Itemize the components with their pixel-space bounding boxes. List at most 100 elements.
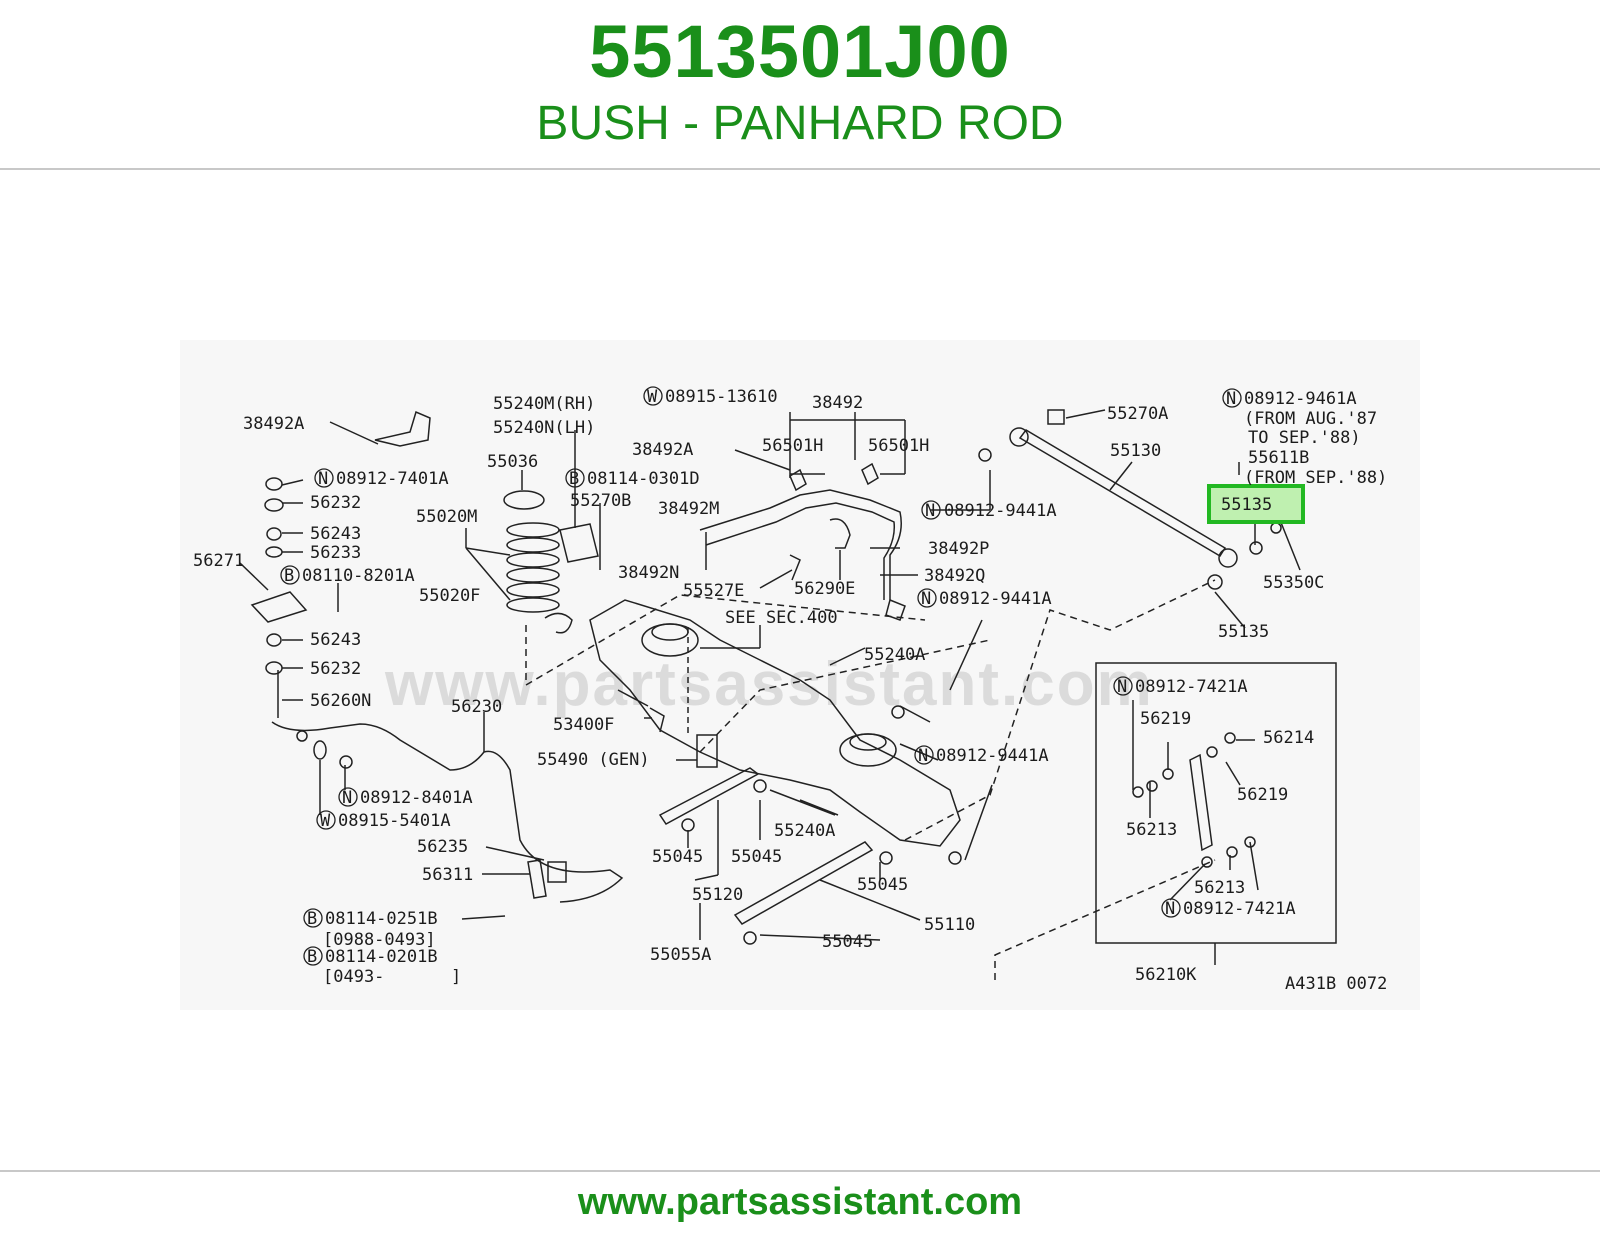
callout-label: 56233	[310, 543, 361, 563]
callout-label: 55045	[822, 932, 873, 952]
callout-label: 56230	[451, 697, 502, 717]
svg-text:N: N	[1226, 389, 1236, 409]
callout-label: 55350C	[1263, 573, 1324, 593]
circle-mark: N	[1161, 898, 1181, 919]
leader-lines	[239, 409, 1337, 980]
callout-label: 55611B	[1248, 448, 1309, 468]
callout-label: [0493-	[323, 967, 384, 987]
callout-label: 55527E	[683, 581, 744, 601]
circle-mark: N	[917, 588, 937, 609]
circle-mark: N	[914, 745, 934, 766]
callout-label: 38492A	[243, 414, 304, 434]
callout-label: 56232	[310, 493, 361, 513]
circle-mark: B	[303, 908, 323, 929]
callout-label: 55110	[924, 915, 975, 935]
svg-text:N: N	[925, 501, 935, 521]
callout-label: 56271	[193, 551, 244, 571]
callout-label: 38492A	[632, 440, 693, 460]
svg-text:N: N	[1117, 677, 1127, 697]
circle-mark: B	[303, 946, 323, 967]
highlighted-part-label: 55135	[1221, 495, 1272, 515]
callout-label: 38492P	[928, 539, 989, 559]
svg-text:B: B	[284, 566, 294, 586]
callout-label: 08912-7421A	[1135, 677, 1248, 697]
callout-label: 55120	[692, 885, 743, 905]
callout-label: 56232	[310, 659, 361, 679]
callout-label: [0988-0493]	[323, 930, 436, 950]
svg-text:B: B	[569, 469, 579, 489]
callout-label: 08915-5401A	[338, 811, 451, 831]
callout-label: 08912-9441A	[939, 589, 1052, 609]
circle-mark: W	[643, 386, 663, 407]
callout-label: 55130	[1110, 441, 1161, 461]
svg-text:N: N	[921, 589, 931, 609]
circle-mark: N	[1113, 676, 1133, 697]
footer-website-link[interactable]: www.partsassistant.com	[577, 1181, 1023, 1223]
callout-label: TO SEP.'88)	[1248, 428, 1361, 448]
diagram-canvas: www.partsassistant.com	[193, 386, 1387, 994]
page-header: 5513501J00 BUSH - PANHARD ROD	[0, 0, 1600, 170]
circle-mark: B	[565, 468, 585, 489]
callout-label: 08114-0301D	[587, 469, 700, 489]
callout-label: 55020M	[416, 507, 477, 527]
svg-text:W: W	[647, 387, 658, 407]
callout-label: 53400F	[553, 715, 614, 735]
callout-label: 08912-9441A	[936, 746, 1049, 766]
callout-label: (FROM SEP.'88)	[1244, 468, 1387, 488]
diagram-reference-code: A431B 0072	[1285, 974, 1387, 994]
callout-label: 38492M	[658, 499, 719, 519]
svg-text:N: N	[318, 469, 328, 489]
parts-diagram: www.partsassistant.com	[180, 340, 1420, 1010]
svg-text:N: N	[1165, 899, 1175, 919]
callout-label: SEE SEC.400	[725, 608, 838, 628]
callout-label: 56214	[1263, 728, 1314, 748]
highlight-box	[1207, 484, 1305, 524]
callout-label: 56219	[1140, 709, 1191, 729]
callout-label: 56311	[422, 865, 473, 885]
circle-marks: W N N B N B N N N N W N B B	[280, 386, 1242, 967]
svg-text:W: W	[320, 811, 331, 831]
callout-label: 55490 (GEN)	[537, 750, 650, 770]
part-number-title: 5513501J00	[589, 10, 1011, 93]
callout-label: 55270A	[1107, 404, 1168, 424]
callout-label: 08912-7401A	[336, 469, 449, 489]
callout-label: 55240M(RH)	[493, 394, 595, 414]
circle-mark: B	[280, 565, 300, 586]
footer-divider	[0, 1170, 1600, 1172]
callout-label: 55036	[487, 452, 538, 472]
circle-mark: N	[338, 787, 358, 808]
callout-label: 08915-13610	[665, 387, 778, 407]
circle-mark: N	[314, 468, 334, 489]
callout-label: 08912-9441A	[944, 501, 1057, 521]
callout-label: 55240N(LH)	[493, 418, 595, 438]
callout-label: 55045	[652, 847, 703, 867]
callout-label: 55240A	[864, 645, 925, 665]
svg-text:B: B	[307, 909, 317, 929]
svg-text:N: N	[342, 788, 352, 808]
callout-label: 56501H	[868, 436, 929, 456]
callout-label: 38492N	[618, 563, 679, 583]
callout-label: 56210K	[1135, 965, 1197, 985]
callout-label: 56290E	[794, 579, 855, 599]
callout-label: 55270B	[570, 491, 631, 511]
callout-label: 08114-0201B	[325, 947, 438, 967]
header-divider	[0, 168, 1600, 170]
circle-mark: N	[921, 500, 941, 521]
callout-label: 56219	[1237, 785, 1288, 805]
callout-label: 38492Q	[924, 566, 985, 586]
circle-mark: N	[1222, 388, 1242, 409]
callout-label: 38492	[812, 393, 863, 413]
svg-text:B: B	[307, 947, 317, 967]
svg-text:N: N	[918, 746, 928, 766]
callout-label: ]	[451, 967, 461, 987]
diagram-watermark: www.partsassistant.com	[384, 650, 1154, 719]
callout-label: 56213	[1194, 878, 1245, 898]
callout-label: 56260N	[310, 691, 371, 711]
callout-label: 55240A	[774, 821, 835, 841]
callout-label: 08110-8201A	[302, 566, 415, 586]
callout-labels: 38492A 55240M(RH) 55240N(LH) 08915-13610…	[193, 387, 1387, 994]
callout-label: 56235	[417, 837, 468, 857]
part-name-subtitle: BUSH - PANHARD ROD	[536, 97, 1064, 150]
callout-label: 55020F	[419, 586, 480, 606]
callout-label: 56501H	[762, 436, 823, 456]
